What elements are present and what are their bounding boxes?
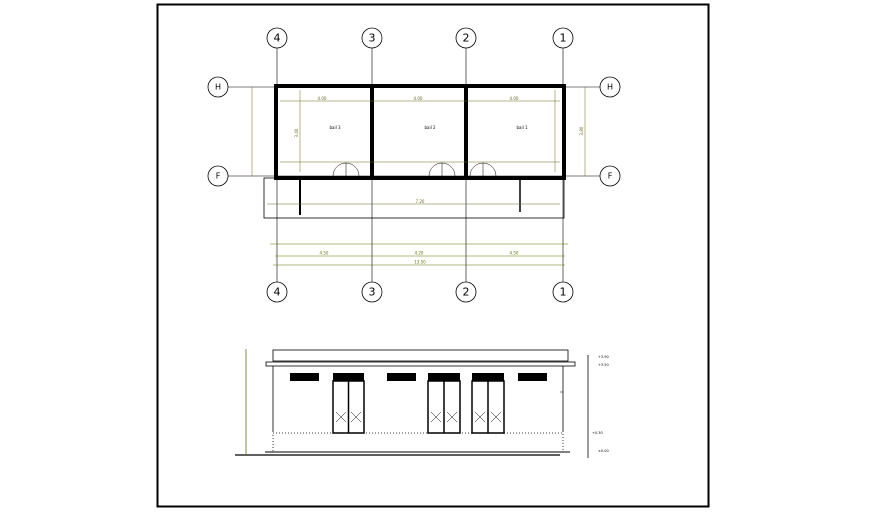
- sheet-frame: [156, 3, 710, 508]
- grid-label-left: H: [215, 83, 221, 92]
- level-label: +3.90: [598, 355, 609, 359]
- room-label: bail 2: [424, 125, 435, 130]
- grid-label-bottom: 3: [369, 286, 376, 299]
- grid-label-top: 1: [560, 32, 567, 45]
- grid-lines: [228, 48, 600, 282]
- grid-label-left: F: [216, 172, 221, 181]
- dimension-text: 3.40: [294, 128, 299, 137]
- grid-bubbles: [207, 27, 621, 303]
- front-elevation: [235, 349, 589, 458]
- doors: [332, 380, 505, 434]
- grid-label-top: 3: [369, 32, 376, 45]
- dimension-text: 4.00: [510, 96, 519, 101]
- dimension-text: 4.00: [414, 96, 423, 101]
- grid-label-top: 4: [274, 32, 281, 45]
- grid-label-top: 2: [463, 32, 470, 45]
- grid-label-bottom: 1: [560, 286, 567, 299]
- level-label: +3.50: [598, 363, 609, 367]
- floor-plan: [251, 84, 586, 219]
- dimension-text: 4.00: [318, 96, 327, 101]
- door-swings: [332, 162, 497, 177]
- dimension-text: 7.20: [416, 199, 425, 204]
- grid-label-right: F: [608, 172, 613, 181]
- door-panels: [335, 411, 502, 423]
- dimension-text: 4.20: [415, 251, 424, 256]
- grid-label-bottom: 4: [274, 286, 281, 299]
- dimension-text: 3.80: [579, 126, 584, 135]
- dimension-lines: [270, 243, 568, 266]
- grid-label-right: H: [607, 83, 613, 92]
- room-label: bail 3: [329, 125, 340, 130]
- room-label: bail 1: [516, 125, 527, 130]
- dimension-text: 4.50: [510, 251, 519, 256]
- grid-label-bottom: 2: [463, 286, 470, 299]
- dimension-text: 13.50: [414, 260, 426, 265]
- level-label: +0.30: [592, 431, 603, 435]
- level-label: ±0.00: [598, 449, 609, 453]
- vent-blocks: [290, 373, 547, 381]
- dimension-text: 4.50: [320, 251, 329, 256]
